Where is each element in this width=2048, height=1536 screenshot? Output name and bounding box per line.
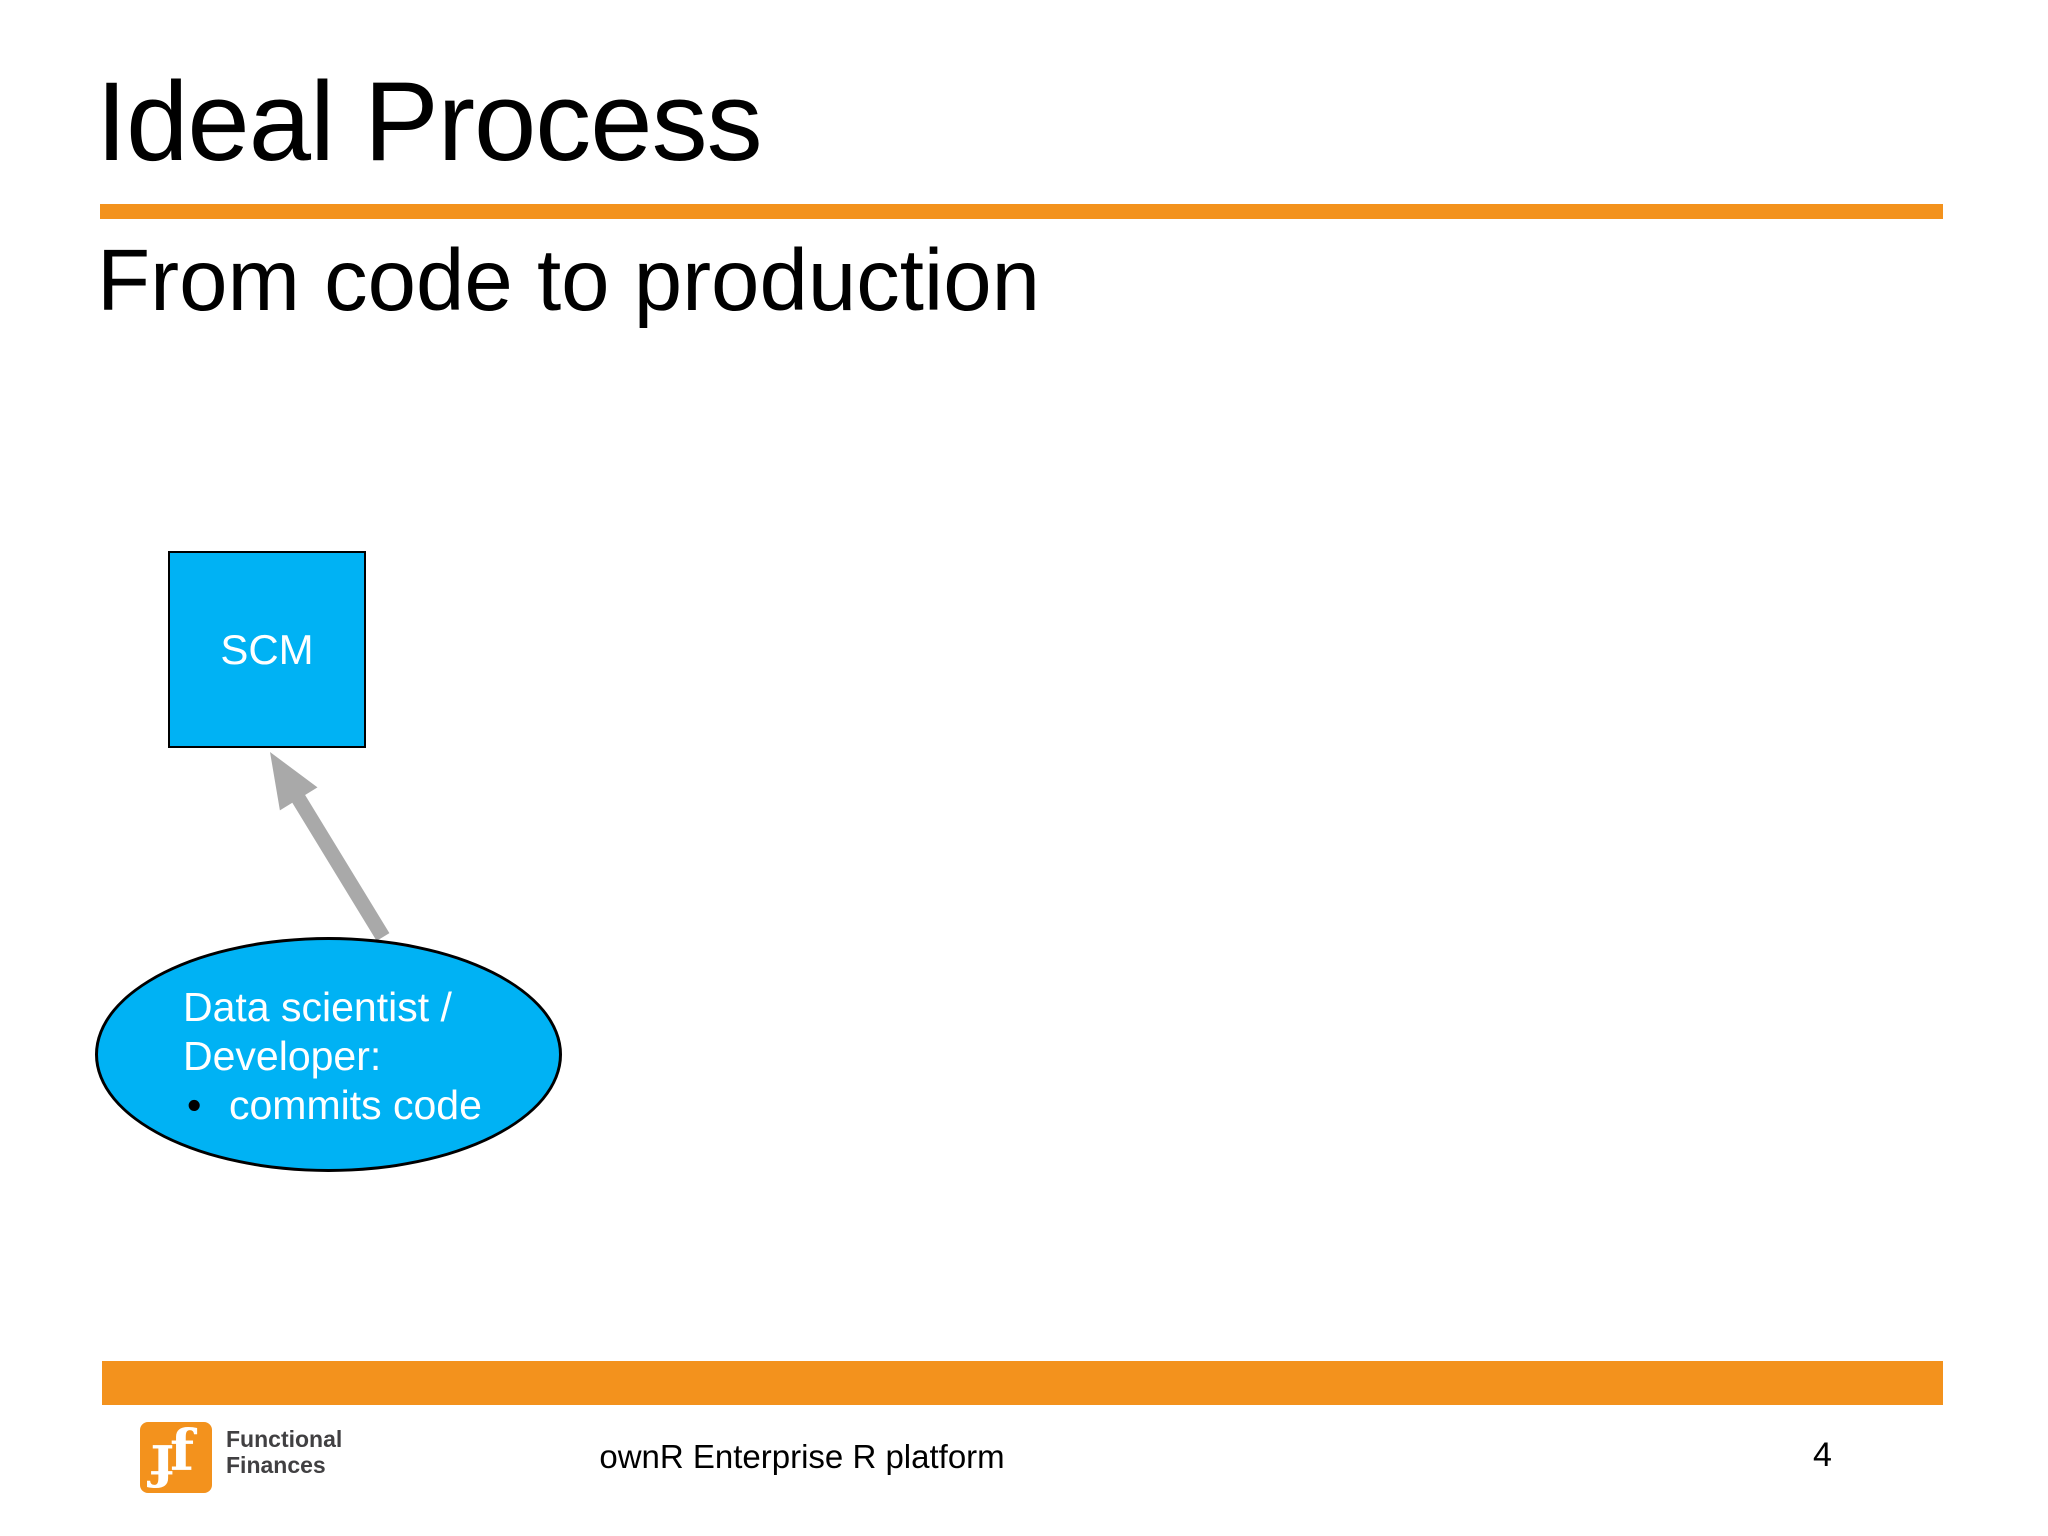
scm-box-label: SCM (220, 625, 314, 673)
slide-subtitle: From code to production (97, 232, 1040, 329)
actor-text: Data scientist / Developer: • commits cod… (183, 983, 482, 1130)
arrow-shape (270, 752, 390, 941)
company-name-line-1: Functional (226, 1426, 343, 1452)
logo-f-upright: f (170, 1422, 195, 1484)
actor-ellipse: Data scientist / Developer: • commits cod… (95, 937, 562, 1172)
actor-bullet-text: commits code (229, 1082, 482, 1128)
bullet-dot: • (187, 1082, 202, 1128)
actor-line-1: Data scientist / (183, 984, 452, 1030)
page-number: 4 (1813, 1436, 1832, 1474)
footer-center-text: ownR Enterprise R platform (599, 1438, 1005, 1475)
functional-finances-logo-icon: f f (140, 1422, 212, 1493)
actor-bullet-row: • commits code (183, 1081, 482, 1130)
scm-box: SCM (168, 551, 366, 748)
company-name-line-2: Finances (226, 1452, 326, 1478)
slide-title: Ideal Process (96, 59, 763, 184)
footer-bar (102, 1361, 1943, 1405)
company-name: Functional Finances (226, 1426, 342, 1478)
title-underline (100, 204, 1943, 219)
actor-line-2: Developer: (183, 1033, 382, 1079)
